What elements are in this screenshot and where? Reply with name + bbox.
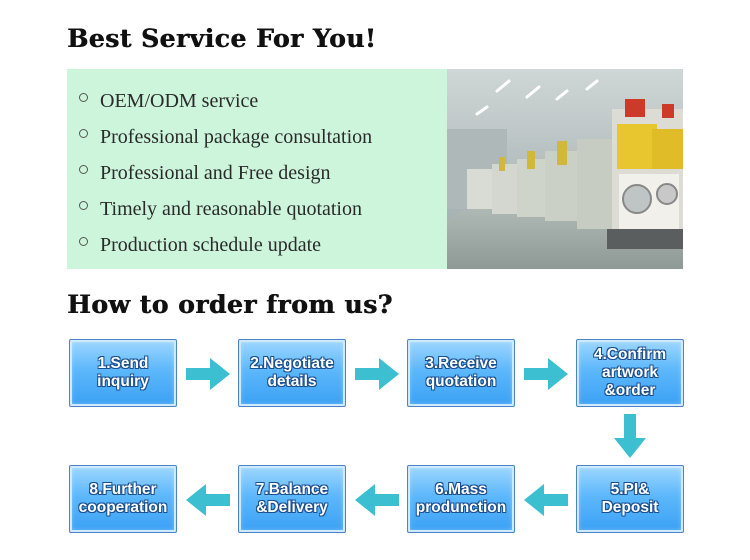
arrow-right-icon	[186, 358, 230, 390]
step-label: 6.Mass produnction	[415, 481, 507, 516]
step-mass-production: 6.Mass produnction	[407, 465, 515, 533]
arrow-left-icon	[186, 484, 230, 516]
service-item-label: Timely and reasonable quotation	[100, 197, 362, 220]
step-label: 4.Confirm artwork &order	[593, 346, 667, 399]
service-item: OEM/ODM service	[79, 83, 372, 119]
arrow-right-icon	[524, 358, 568, 390]
service-item: Timely and reasonable quotation	[79, 191, 372, 227]
step-label: 3.Receive quotation	[425, 355, 497, 390]
arrow-left-icon	[524, 484, 568, 516]
step-balance-delivery: 7.Balance &Delivery	[238, 465, 346, 533]
arrow-right-icon	[355, 358, 399, 390]
circle-bullet-icon	[79, 92, 88, 102]
service-item-label: OEM/ODM service	[100, 89, 259, 112]
order-heading: How to order from us?	[67, 290, 393, 319]
step-send-inquiry: 1.Send inquiry	[69, 339, 177, 407]
service-item-label: Professional package consultation	[100, 125, 373, 148]
service-item: Professional package consultation	[79, 119, 372, 155]
step-pi-deposit: 5.PI& Deposit	[576, 465, 684, 533]
service-item: Production schedule update	[79, 227, 372, 263]
circle-bullet-icon	[79, 236, 88, 246]
circle-bullet-icon	[79, 164, 88, 174]
step-further-cooperation: 8.Further cooperation	[69, 465, 177, 533]
circle-bullet-icon	[79, 128, 88, 138]
step-confirm-artwork-order: 4.Confirm artwork &order	[576, 339, 684, 407]
service-item-label: Production schedule update	[100, 233, 322, 256]
step-negotiate-details: 2.Negotiate details	[238, 339, 346, 407]
step-label: 8.Further cooperation	[78, 481, 168, 516]
step-label: 1.Send inquiry	[97, 355, 149, 390]
services-panel: OEM/ODM service Professional package con…	[67, 69, 447, 269]
step-label: 5.PI& Deposit	[601, 481, 659, 516]
step-receive-quotation: 3.Receive quotation	[407, 339, 515, 407]
arrow-down-icon	[614, 414, 646, 458]
circle-bullet-icon	[79, 200, 88, 210]
service-item-label: Professional and Free design	[100, 161, 331, 184]
step-label: 2.Negotiate details	[250, 355, 334, 390]
service-heading: Best Service For You!	[67, 24, 377, 53]
factory-photo	[447, 69, 683, 269]
service-item: Professional and Free design	[79, 155, 372, 191]
step-label: 7.Balance &Delivery	[255, 481, 329, 516]
arrow-left-icon	[355, 484, 399, 516]
